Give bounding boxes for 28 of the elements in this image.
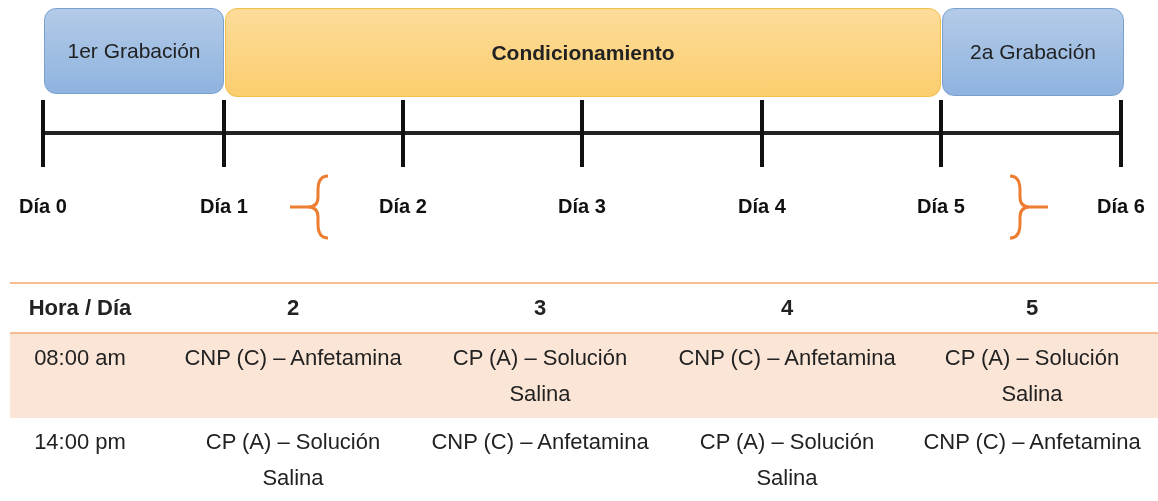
table-cell-text: CP (A) – Solución Salina xyxy=(451,344,629,408)
phase-label: 2a Grabación xyxy=(969,39,1097,65)
table-cell-text: CP (A) – Solución Salina xyxy=(204,428,382,492)
day-label: Día 1 xyxy=(200,195,248,218)
day-label: Día 2 xyxy=(379,195,427,218)
column-header: 2 xyxy=(285,294,301,322)
table-cell-text: CNP (C) – Anfetamina xyxy=(677,344,897,372)
row-header: 08:00 am xyxy=(33,344,127,372)
column-header: 4 xyxy=(779,294,795,322)
phase-label: Condicionamiento xyxy=(491,39,675,66)
day-label: Día 4 xyxy=(738,195,786,218)
column-header: 3 xyxy=(532,294,548,322)
phase-box xyxy=(225,8,941,97)
day-label: Día 5 xyxy=(917,195,965,218)
table-cell-text: CNP (C) – Anfetamina xyxy=(183,344,403,372)
row-header: 14:00 pm xyxy=(33,428,127,456)
table-cell-text: CNP (C) – Anfetamina xyxy=(922,428,1142,456)
table-cell-text: CP (A) – Solución Salina xyxy=(698,428,876,492)
phase-box xyxy=(942,8,1124,96)
table-cell-text: CP (A) – Solución Salina xyxy=(943,344,1121,408)
phase-box xyxy=(44,8,224,94)
column-header: 5 xyxy=(1024,294,1040,322)
day-label: Día 6 xyxy=(1097,195,1145,218)
phase-label: 1er Grabación xyxy=(67,38,201,64)
column-header: Hora / Día xyxy=(27,294,133,322)
day-label: Día 0 xyxy=(19,195,67,218)
table-cell-text: CNP (C) – Anfetamina xyxy=(430,428,650,456)
day-label: Día 3 xyxy=(558,195,606,218)
